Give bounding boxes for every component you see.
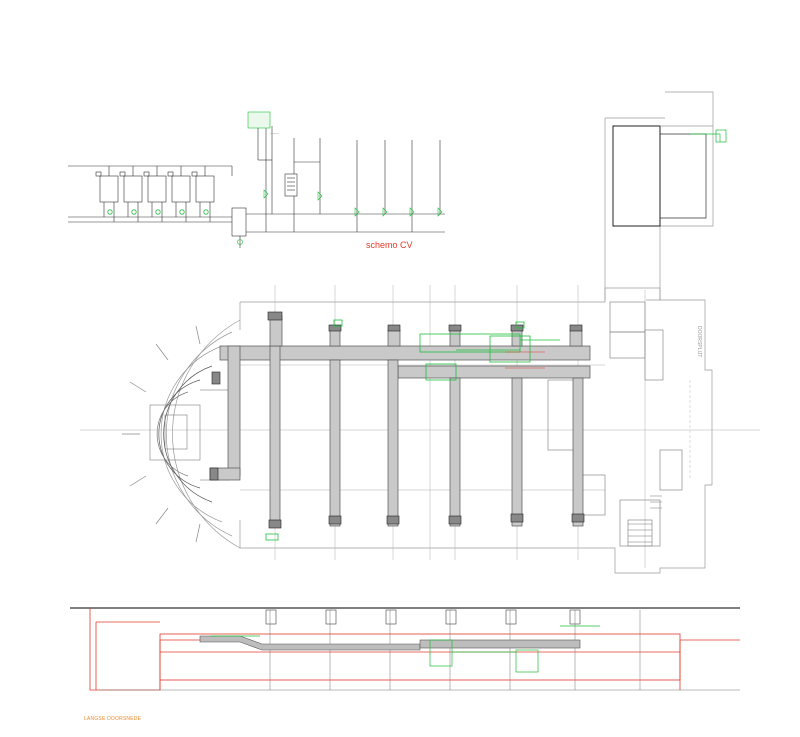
ductwork (209, 315, 591, 527)
schematic-title: schemo CV (366, 240, 413, 250)
long-section (70, 607, 740, 691)
side-label: DOORSPLIJT (696, 326, 702, 358)
shaft-outline (604, 91, 727, 301)
pump-symbols (107, 209, 209, 215)
ventilation-units (265, 319, 560, 541)
schematic-annotation: ——— (270, 131, 279, 135)
floor-plan (80, 285, 760, 574)
red-pipes-plan (505, 351, 545, 369)
duct-terminals (209, 311, 585, 529)
section-title: LANGSE DOORSNEDE (84, 716, 142, 722)
heating-schematic (68, 111, 445, 248)
boiler-units (95, 166, 215, 222)
